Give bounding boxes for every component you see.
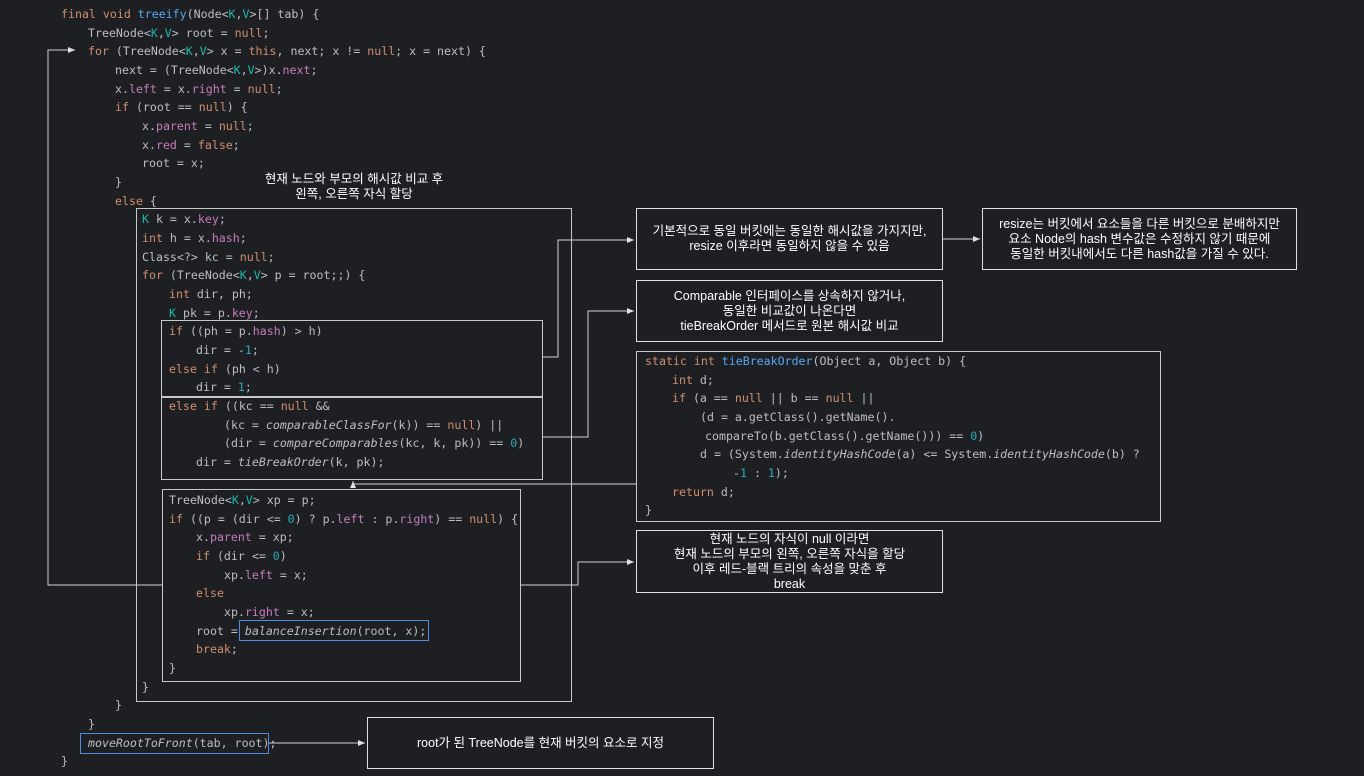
code-line: break; [196,642,238,656]
code-line: if (root == null) { [115,100,248,114]
code-line: TreeNode<K,V> xp = p; [169,493,316,507]
code-line: dir = tieBreakOrder(k, pk); [196,455,385,469]
code-line: TreeNode<K,V> root = null; [88,26,270,40]
code-line: K pk = p.key; [169,306,260,320]
code-line: compareTo(b.getClass().getName())) == 0) [705,429,985,443]
root-front-note: root가 된 TreeNode를 현재 버킷의 요소로 지정 [367,717,714,769]
hash-note-arrow [543,237,634,358]
code-line: final void treeify(Node<K,V>[] tab) { [61,7,320,21]
code-line: (kc = comparableClassFor(k)) == null) || [224,418,504,432]
code-line: } [115,698,122,712]
code-line: if (a == null || b == null || [672,391,875,405]
null-child-note: 현재 노드의 자식이 null 이라면 현재 노드의 부모의 왼쪽, 오른쪽 자… [636,530,943,593]
tiebreak-back-arrow [350,481,636,488]
loop-back-arrow [47,47,162,586]
code-line: } [115,175,122,189]
comparable-note-arrow [543,308,634,438]
code-line: } [645,503,652,517]
code-line: (dir = compareComparables(kc, k, pk)) ==… [224,436,525,450]
tiebreak-code-box: static int tieBreakOrder(Object a, Objec… [636,351,1161,522]
compare-label: 현재 노드와 부모의 해시값 비교 후 왼쪽, 오른쪽 자식 할당 [264,172,444,201]
code-line: } [169,661,176,675]
code-line: x.left = x.right = null; [115,82,283,96]
resize-note: resize는 버킷에서 요소들을 다른 버킷으로 분배하지만 요소 Node의… [982,208,1297,270]
else-block-box [136,208,572,702]
hash-compare-box [161,320,543,398]
comparable-note: Comparable 인터페이스를 상속하지 않거나, 동일한 비교값이 나온다… [636,280,943,342]
code-line: } [142,680,149,694]
code-line: return d; [672,485,735,499]
code-line: root = x; [142,156,205,170]
code-line: if (dir <= 0) [196,549,287,563]
code-line: Class<?> kc = null; [142,250,275,264]
code-line: static int tieBreakOrder(Object a, Objec… [645,354,967,368]
code-line: else if ((kc == null && [169,399,330,413]
move-root-highlight [80,733,269,754]
balance-insertion-highlight [239,620,429,641]
code-line: d = (System.identityHashCode(a) <= Syste… [700,447,1140,461]
insert-box [162,489,521,682]
code-line: else { [115,194,157,208]
code-line: dir = 1; [196,380,252,394]
comparable-box [161,396,543,480]
code-line: } [88,717,95,731]
code-line: for (TreeNode<K,V> x = this, next; x != … [88,44,486,58]
code-line: root = balanceInsertion(root, x); [196,624,427,638]
code-line: K k = x.key; [142,212,226,226]
code-line: moveRootToFront(tab, root); [88,736,277,750]
code-line: next = (TreeNode<K,V>)x.next; [115,63,318,77]
code-line: dir = -1; [196,343,259,357]
code-line: -1 : 1); [733,466,789,480]
code-line: for (TreeNode<K,V> p = root;;) { [142,268,366,282]
null-child-note-arrow [521,559,634,586]
code-line: xp.right = x; [224,605,315,619]
code-line: int h = x.hash; [142,231,247,245]
code-line: (d = a.getClass().getName(). [700,410,896,424]
code-line: int d; [672,373,714,387]
hash-same-note: 기본적으로 동일 버킷에는 동일한 해시값을 가지지만, resize 이후라면… [636,208,943,270]
code-line: x.parent = xp; [196,530,294,544]
code-line: xp.left = x; [224,568,308,582]
code-line: if ((p = (dir <= 0) ? p.left : p.right) … [169,512,519,526]
code-line: int dir, ph; [169,287,253,301]
code-line: else if (ph < h) [169,362,281,376]
code-line: else [196,586,224,600]
code-line: x.parent = null; [142,119,254,133]
code-line: } [61,754,68,768]
code-line: if ((ph = p.hash) > h) [169,324,323,338]
code-line: x.red = false; [142,138,240,152]
